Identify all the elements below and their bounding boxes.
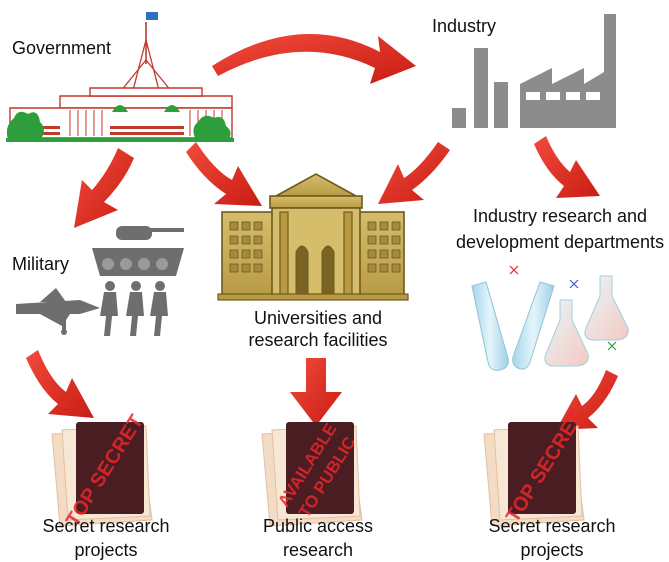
arrow-government-to-military — [74, 148, 134, 228]
universities-label-line1: Universities and — [254, 308, 382, 328]
industry-label: Industry — [432, 16, 496, 36]
universities-label-line2: research facilities — [248, 330, 387, 350]
arrow-government-to-universities — [186, 142, 262, 206]
test-tubes-icon — [471, 265, 629, 371]
fighter-jet-icon — [16, 288, 100, 335]
arrow-industry-to-rd — [534, 136, 600, 198]
secret-left-label-line1: Secret research — [42, 516, 169, 536]
university-building-icon — [217, 173, 409, 301]
secret-left-label-line2: projects — [74, 540, 137, 560]
military-label: Military — [12, 254, 69, 274]
soldiers-icon — [100, 281, 168, 336]
government-label: Government — [12, 38, 111, 58]
folder-secret-right: TOP SECRET — [483, 407, 588, 527]
factory-icon — [452, 14, 616, 128]
parliament-house-icon — [6, 12, 234, 142]
arrow-government-to-industry — [212, 34, 416, 84]
arrow-military-to-secret-left — [26, 350, 94, 418]
secret-right-label-line2: projects — [520, 540, 583, 560]
arrow-universities-to-public — [290, 358, 342, 426]
arrows — [26, 34, 618, 430]
public-label-line1: Public access — [263, 516, 373, 536]
tank-icon — [92, 226, 184, 276]
arrow-rd-to-secret-right — [556, 370, 618, 430]
industry-rd-label-line2: development departments — [456, 232, 664, 252]
industry-rd-label-line1: Industry research and — [473, 206, 647, 226]
secret-right-label-line1: Secret research — [488, 516, 615, 536]
folder-secret-left: TOP SECRET — [51, 411, 153, 531]
folder-public: AVAILABLE TO PUBLIC — [261, 420, 363, 527]
arrow-industry-to-universities — [378, 142, 450, 204]
public-label-line2: research — [283, 540, 353, 560]
